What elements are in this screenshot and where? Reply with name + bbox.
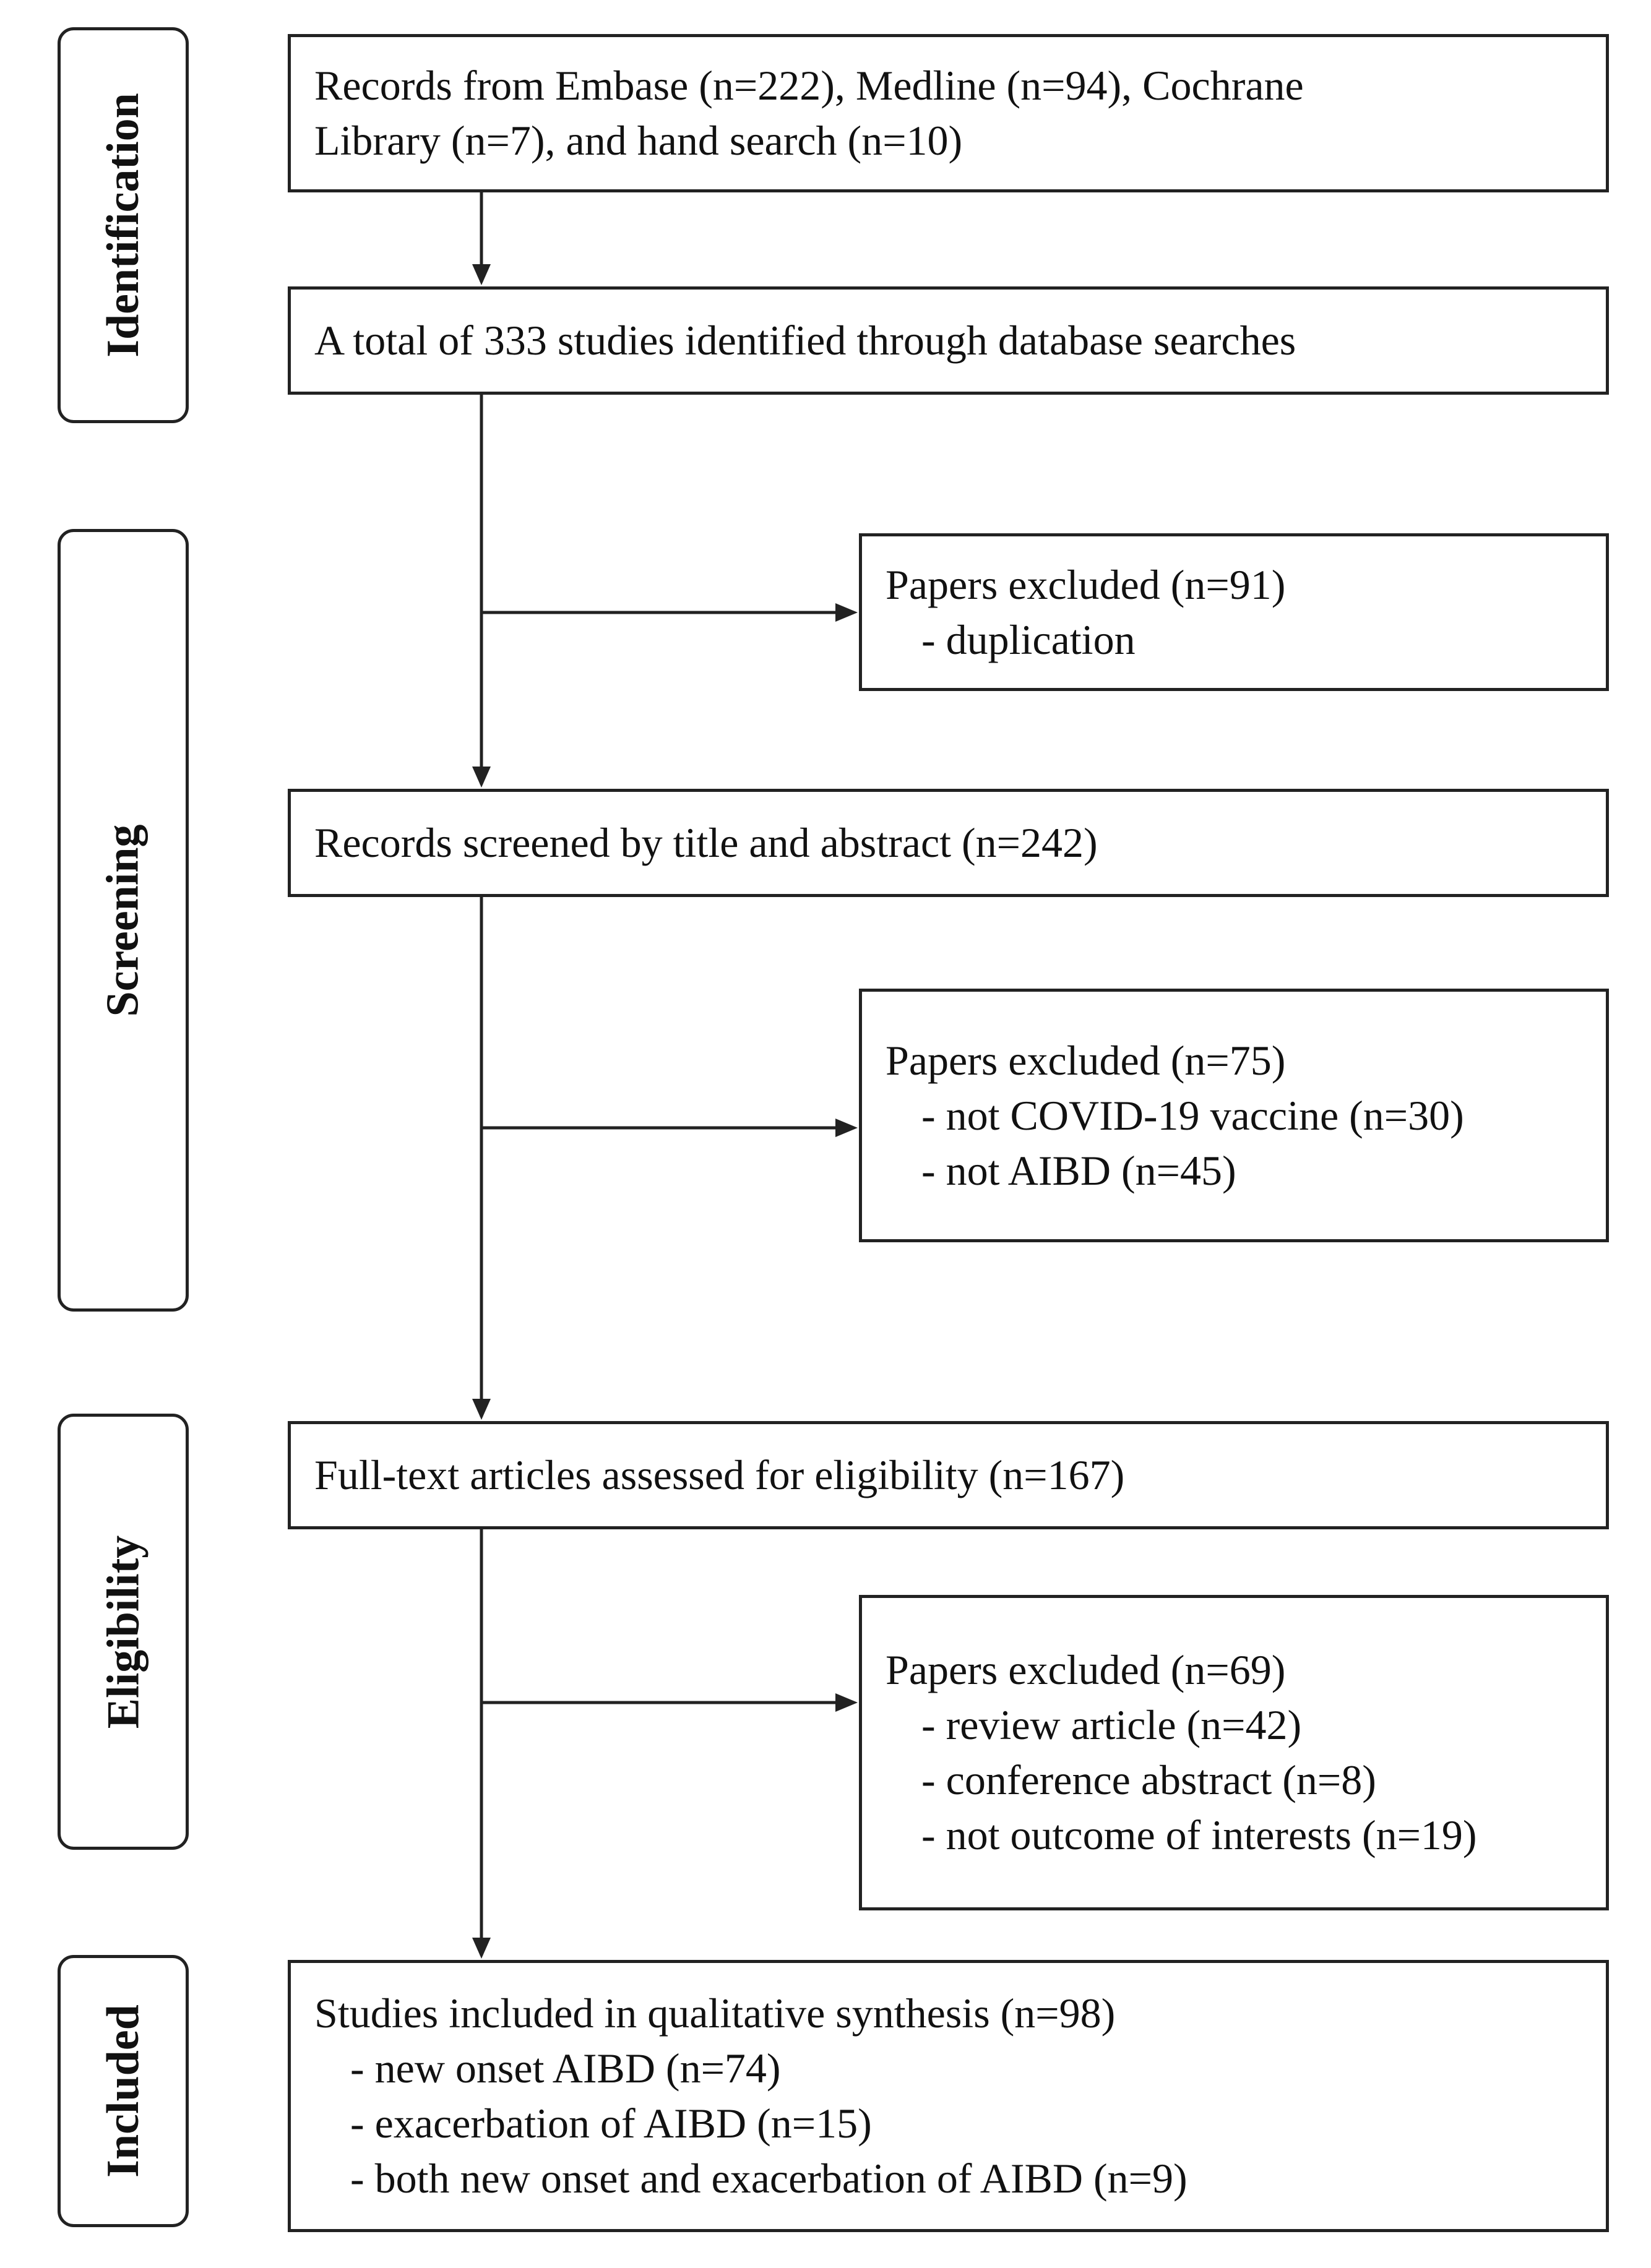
excluded-duplication-title: Papers excluded (n=91) xyxy=(886,561,1286,608)
excluded-eligibility-item: - conference abstract (n=8) xyxy=(921,1756,1376,1803)
screened-text: Records screened by title and abstract (… xyxy=(314,819,1098,866)
included-item: - exacerbation of AIBD (n=15) xyxy=(350,2100,872,2147)
excluded-duplication-item: - duplication xyxy=(921,616,1136,663)
arrowhead-down xyxy=(472,264,491,285)
records-box: Records from Embase (n=222), Medline (n=… xyxy=(288,34,1609,192)
included-item: - both new onset and exacerbation of AIB… xyxy=(350,2155,1188,2202)
stage-identification: Identification xyxy=(58,27,189,423)
arrowhead-right xyxy=(835,603,858,622)
excluded-eligibility-box: Papers excluded (n=69) - review article … xyxy=(859,1595,1609,1910)
arrowhead-right xyxy=(835,1119,858,1137)
records-line-1: Records from Embase (n=222), Medline (n=… xyxy=(314,62,1304,109)
excluded-duplication-box: Papers excluded (n=91) - duplication xyxy=(859,533,1609,691)
arrowhead-down xyxy=(472,1399,491,1420)
screened-box: Records screened by title and abstract (… xyxy=(288,789,1609,897)
arrowhead-down xyxy=(472,767,491,788)
total-studies-box: A total of 333 studies identified throug… xyxy=(288,286,1609,395)
stage-screening: Screening xyxy=(58,529,189,1312)
fulltext-text: Full-text articles assessed for eligibil… xyxy=(314,1451,1125,1498)
included-item: - new onset AIBD (n=74) xyxy=(350,2045,781,2092)
excluded-screening-item: - not AIBD (n=45) xyxy=(921,1146,1236,1194)
arrowhead-right xyxy=(835,1693,858,1712)
excluded-screening-item: - not COVID-19 vaccine (n=30) xyxy=(921,1091,1464,1139)
excluded-eligibility-item: - not outcome of interests (n=19) xyxy=(921,1811,1477,1858)
fulltext-box: Full-text articles assessed for eligibil… xyxy=(288,1421,1609,1529)
arrowhead-down xyxy=(472,1938,491,1959)
records-line-2: Library (n=7), and hand search (n=10) xyxy=(314,117,963,164)
included-box: Studies included in qualitative synthesi… xyxy=(288,1960,1609,2232)
stage-eligibility: Eligibility xyxy=(58,1414,189,1850)
excluded-eligibility-title: Papers excluded (n=69) xyxy=(886,1646,1286,1693)
total-studies-text: A total of 333 studies identified throug… xyxy=(314,317,1296,364)
stage-included: Included xyxy=(58,1955,189,2227)
excluded-screening-box: Papers excluded (n=75) - not COVID-19 va… xyxy=(859,989,1609,1242)
excluded-eligibility-item: - review article (n=42) xyxy=(921,1701,1302,1748)
excluded-screening-title: Papers excluded (n=75) xyxy=(886,1036,1286,1084)
included-title: Studies included in qualitative synthesi… xyxy=(314,1990,1116,2037)
